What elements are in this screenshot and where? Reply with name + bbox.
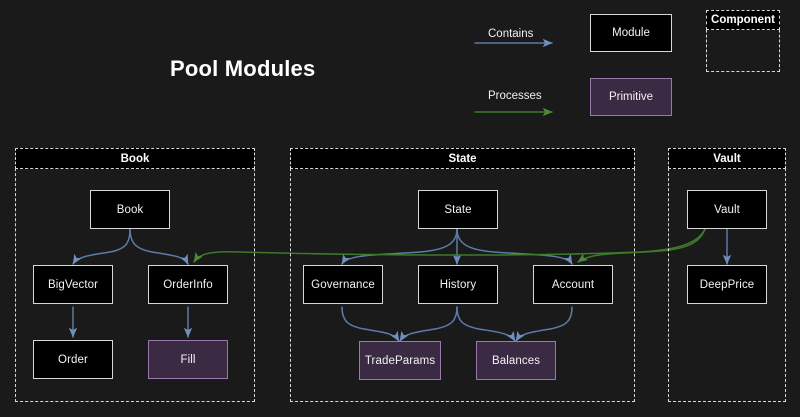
edge-account-balances <box>515 306 573 342</box>
node-orderinfo[interactable]: OrderInfo <box>148 265 228 304</box>
edge-book-bigvector <box>72 228 131 265</box>
edge-state-governance <box>341 228 458 265</box>
node-balances[interactable]: Balances <box>476 341 556 380</box>
node-governance[interactable]: Governance <box>303 265 383 304</box>
edge-history-balances <box>456 306 516 342</box>
node-account[interactable]: Account <box>533 265 613 304</box>
node-fill[interactable]: Fill <box>148 340 228 379</box>
node-state[interactable]: State <box>418 190 498 229</box>
node-book[interactable]: Book <box>90 190 170 229</box>
group-vault-header: Vault <box>668 148 786 169</box>
node-bigvector[interactable]: BigVector <box>33 265 113 304</box>
node-deepprice[interactable]: DeepPrice <box>687 265 767 304</box>
legend-processes-label: Processes <box>488 90 542 102</box>
node-history[interactable]: History <box>418 265 498 304</box>
page-title: Pool Modules <box>170 56 316 81</box>
node-vault[interactable]: Vault <box>687 190 767 229</box>
edge-governance-tradeparams <box>341 306 400 342</box>
node-tradeparams[interactable]: TradeParams <box>359 341 441 380</box>
legend-primitive-box: Primitive <box>590 78 672 116</box>
legend-module-box: Module <box>590 14 672 52</box>
edge-book-orderinfo <box>129 228 189 265</box>
group-book-header: Book <box>15 148 255 169</box>
legend-component-header: Component <box>706 10 780 30</box>
node-order[interactable]: Order <box>33 340 113 379</box>
edge-state-account <box>456 228 573 265</box>
legend-contains-label: Contains <box>488 28 534 40</box>
edge-history-tradeparams <box>399 306 458 342</box>
group-state-header: State <box>290 148 635 169</box>
